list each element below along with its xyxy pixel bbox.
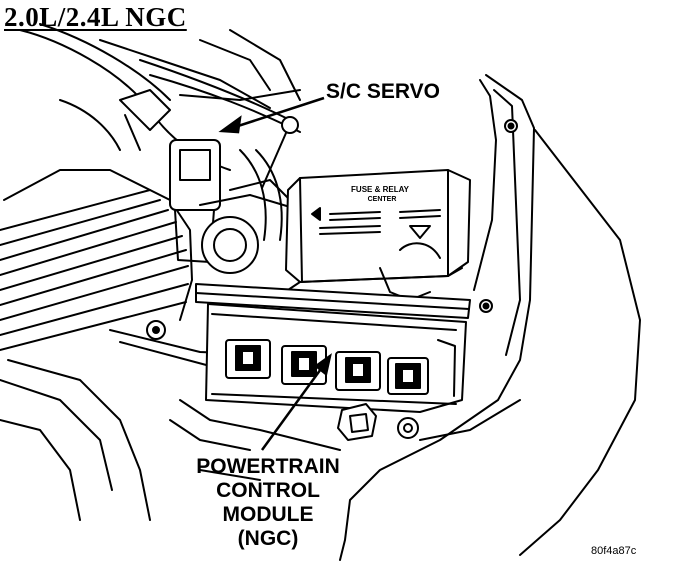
page-title: 2.0L/2.4L NGC [4, 2, 187, 32]
pcm-label-line4: (NGC) [237, 527, 299, 550]
pcm-drawing [195, 283, 471, 413]
servo-leader-line [231, 96, 325, 130]
pcm-label: POWERTRAIN CONTROL MODULE (NGC) [140, 455, 396, 551]
pcm-leader-line [260, 361, 328, 451]
fuse-box-label-line1: FUSE & RELAY [351, 185, 410, 194]
mount-bolt [337, 403, 419, 441]
pcm-arrowhead [313, 353, 332, 377]
fuse-box-label-line2: CENTER [368, 196, 397, 203]
lower-structure [169, 399, 521, 481]
hoses [19, 23, 301, 241]
leader-lines [218, 96, 332, 451]
pcm-label-line3: MODULE [222, 503, 314, 526]
sc-servo-label: S/C SERVO [326, 80, 440, 103]
pcm-label-line1: POWERTRAIN [196, 455, 340, 478]
fender-panel [339, 74, 641, 561]
figure-id: 80f4a87c [591, 545, 637, 557]
fuse-relay-center-drawing [285, 169, 471, 301]
sc-servo-unit [169, 116, 301, 274]
servo-arrowhead [218, 115, 242, 134]
pcm-label-line2: CONTROL [216, 479, 320, 502]
